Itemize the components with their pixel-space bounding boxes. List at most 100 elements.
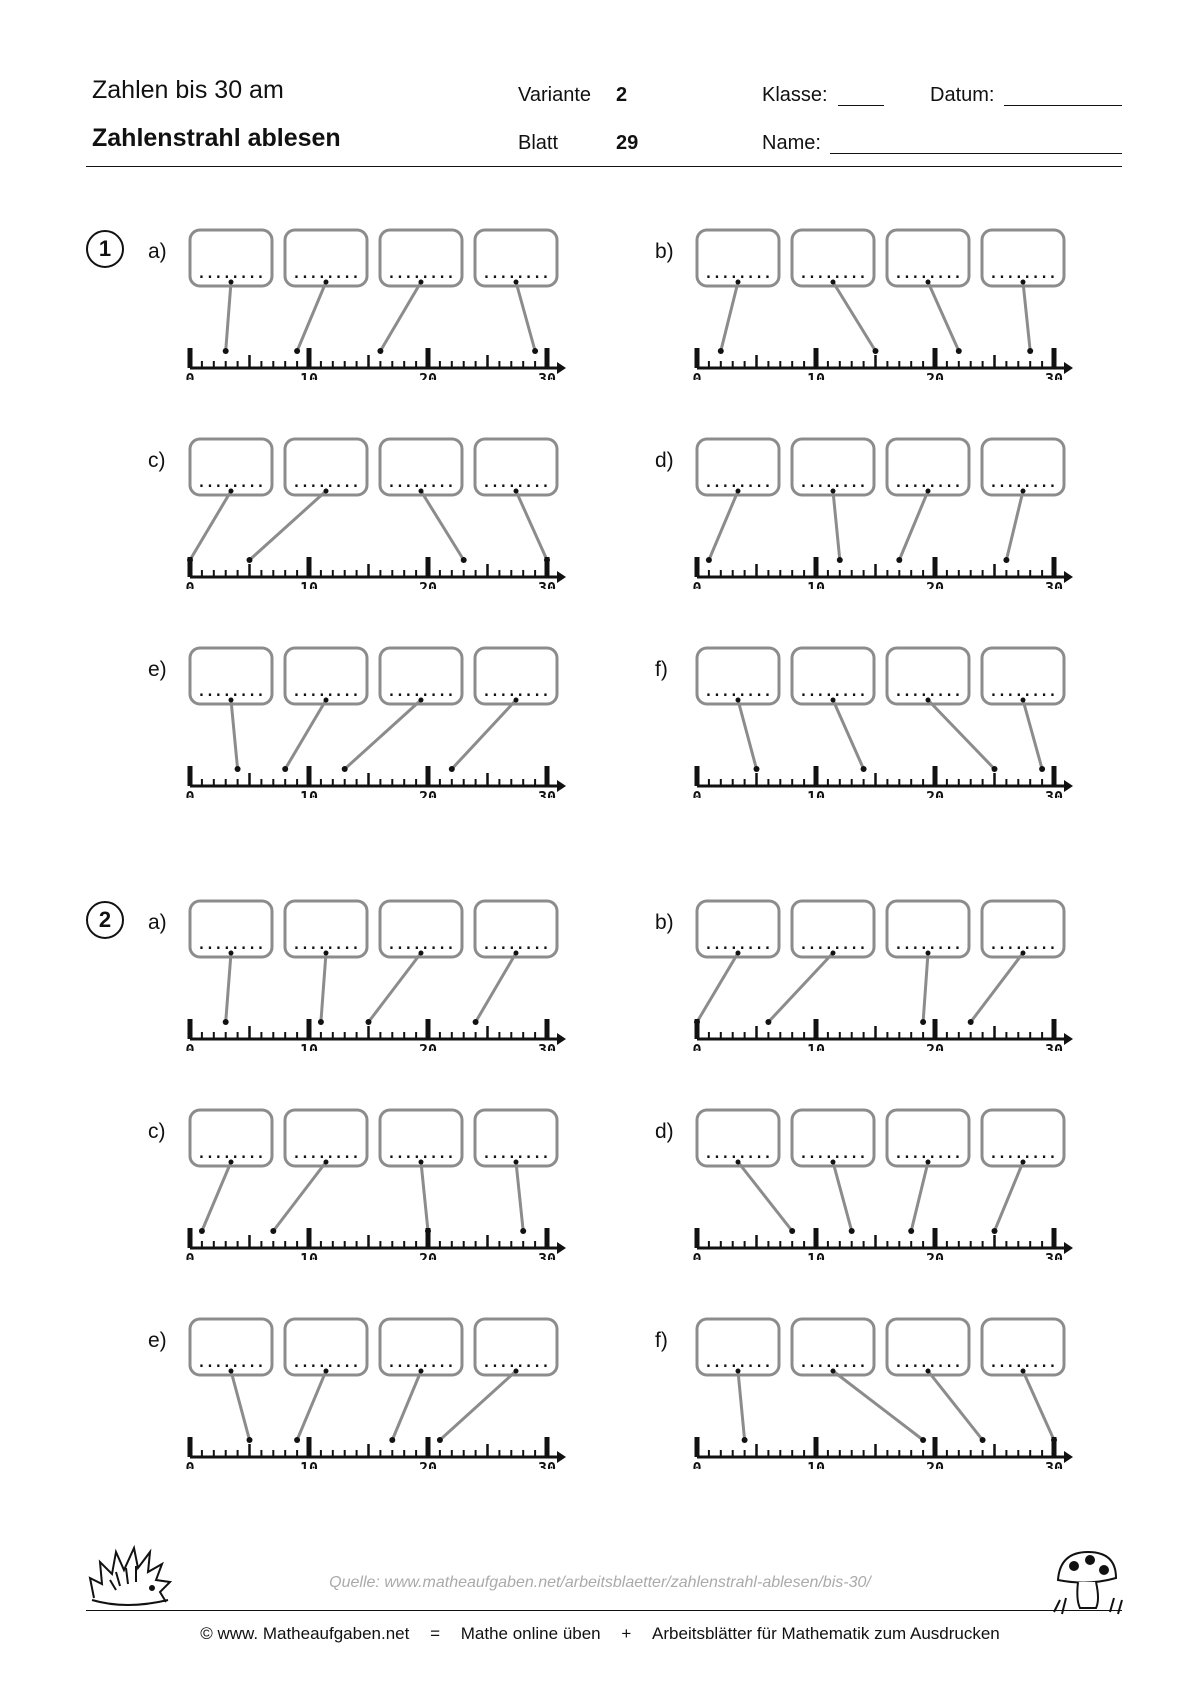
axis-arrow xyxy=(557,1033,566,1045)
source-link[interactable]: Quelle: www.matheaufgaben.net/arbeitsbla… xyxy=(329,1574,871,1591)
answer-box[interactable] xyxy=(378,437,464,497)
answer-box[interactable] xyxy=(188,437,274,497)
axis-tick-label: 20 xyxy=(926,1250,944,1260)
anchor-dot xyxy=(418,697,424,703)
point-marker xyxy=(282,766,289,772)
answer-placeholder: ........ xyxy=(387,1355,454,1371)
anchor-dot xyxy=(1020,950,1026,956)
point-marker xyxy=(294,348,301,354)
connector-line xyxy=(993,1161,1025,1232)
connector-line xyxy=(695,952,740,1023)
point-marker xyxy=(317,1019,324,1025)
answer-box[interactable] xyxy=(885,437,971,497)
connector-line xyxy=(832,1369,925,1442)
axis-tick-label: 20 xyxy=(926,579,944,589)
anchor-dot xyxy=(323,488,329,494)
subtask-label: e) xyxy=(148,1329,167,1352)
anchor-dot xyxy=(735,1368,741,1374)
answer-box[interactable] xyxy=(695,899,781,959)
answer-box[interactable] xyxy=(283,1317,369,1377)
axis-tick-label: 0 xyxy=(692,1459,701,1469)
connector-line xyxy=(514,281,537,352)
anchor-dot xyxy=(418,279,424,285)
answer-box[interactable] xyxy=(283,1108,369,1168)
anchor-dot xyxy=(1020,488,1026,494)
connector-line xyxy=(319,952,328,1023)
connector-line xyxy=(1021,281,1032,352)
subtask-label: e) xyxy=(148,658,167,681)
connector-line xyxy=(379,281,423,352)
connector-line xyxy=(514,1161,525,1232)
anchor-dot xyxy=(418,1368,424,1374)
answer-box[interactable] xyxy=(283,437,369,497)
answer-box[interactable] xyxy=(980,899,1066,959)
answer-box[interactable] xyxy=(378,899,464,959)
answer-box[interactable] xyxy=(283,228,369,288)
axis-tick-label: 0 xyxy=(185,370,194,380)
answer-box[interactable] xyxy=(473,646,559,706)
answer-box[interactable] xyxy=(980,1108,1066,1168)
answer-box[interactable] xyxy=(188,1108,274,1168)
variante-label: Variante xyxy=(518,84,592,106)
point-marker xyxy=(294,1437,301,1443)
axis-tick-label: 20 xyxy=(419,1250,437,1260)
answer-box[interactable] xyxy=(980,1317,1066,1377)
connector-line xyxy=(736,1370,747,1441)
point-marker xyxy=(222,348,229,354)
axis-arrow xyxy=(557,780,566,792)
point-marker xyxy=(920,1019,927,1025)
answer-box[interactable] xyxy=(695,1108,781,1168)
point-marker xyxy=(365,1019,372,1025)
answer-box[interactable] xyxy=(790,228,876,288)
answer-placeholder: ........ xyxy=(292,684,359,700)
answer-box[interactable] xyxy=(473,437,559,497)
anchor-dot xyxy=(925,488,931,494)
answer-box[interactable] xyxy=(473,1317,559,1377)
point-marker xyxy=(991,1228,998,1234)
connector-line xyxy=(926,1370,984,1441)
anchor-dot xyxy=(830,950,836,956)
anchor-dot xyxy=(830,279,836,285)
answer-box[interactable] xyxy=(473,899,559,959)
answer-box[interactable] xyxy=(283,646,369,706)
answer-box[interactable] xyxy=(885,1317,971,1377)
axis-tick-label: 10 xyxy=(300,1250,318,1260)
connector-line xyxy=(831,699,865,770)
answer-box[interactable] xyxy=(378,646,464,706)
answer-placeholder: ........ xyxy=(989,1355,1056,1371)
axis-arrow xyxy=(557,1242,566,1254)
connector-line xyxy=(831,281,877,352)
answer-box[interactable] xyxy=(790,646,876,706)
datum-field[interactable] xyxy=(1004,104,1122,106)
answer-box[interactable] xyxy=(790,1317,876,1377)
anchor-dot xyxy=(323,279,329,285)
answer-placeholder: ........ xyxy=(292,266,359,282)
answer-placeholder: ........ xyxy=(197,1355,264,1371)
point-marker xyxy=(389,1437,396,1443)
answer-box[interactable] xyxy=(695,437,781,497)
answer-placeholder: ........ xyxy=(894,266,961,282)
subtask-label: c) xyxy=(148,449,166,472)
blatt-label: Blatt xyxy=(518,132,559,154)
point-marker xyxy=(991,766,998,772)
point-marker xyxy=(955,348,962,354)
axis-tick-label: 0 xyxy=(692,1250,701,1260)
klasse-field[interactable] xyxy=(838,104,884,106)
answer-box[interactable] xyxy=(378,228,464,288)
footer-copyright[interactable]: © www. Matheaufgaben.net xyxy=(200,1624,410,1643)
answer-box[interactable] xyxy=(790,899,876,959)
anchor-dot xyxy=(735,950,741,956)
name-field[interactable] xyxy=(830,152,1122,154)
axis-tick-label: 30 xyxy=(1045,370,1063,380)
answer-box[interactable] xyxy=(378,1317,464,1377)
answer-box[interactable] xyxy=(885,646,971,706)
axis-tick-label: 0 xyxy=(692,579,701,589)
axis-tick-label: 20 xyxy=(419,788,437,798)
answer-box[interactable] xyxy=(885,228,971,288)
answer-placeholder: ........ xyxy=(799,1146,866,1162)
axis-tick-label: 30 xyxy=(1045,788,1063,798)
mushroom-icon xyxy=(1050,1546,1126,1618)
anchor-dot xyxy=(830,488,836,494)
